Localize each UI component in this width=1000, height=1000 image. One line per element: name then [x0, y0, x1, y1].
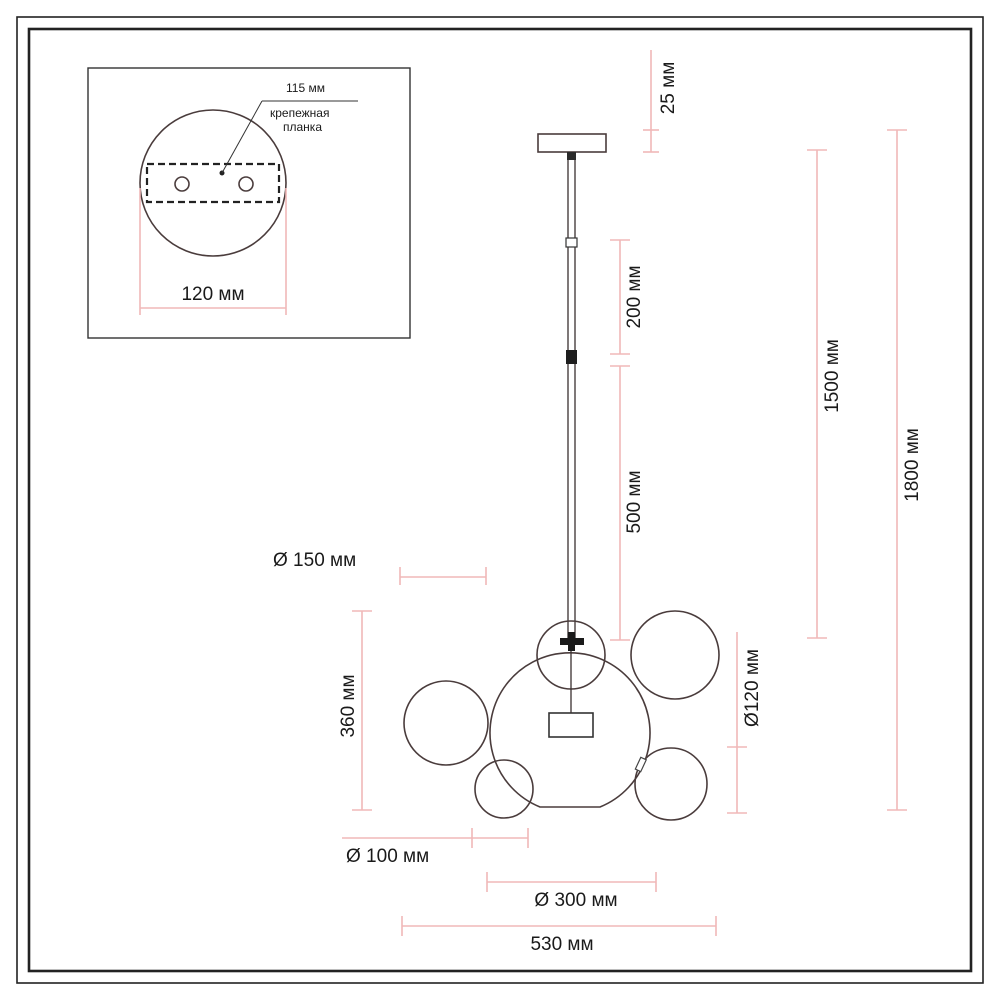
canopy-screw	[567, 152, 576, 160]
bracket-plate-width-label: 115 мм	[286, 81, 325, 95]
rod-joint-lower	[566, 350, 577, 364]
rod-joint-upper	[565, 237, 578, 248]
canopy-disc	[139, 109, 287, 257]
lamp-body	[403, 133, 720, 821]
shade-clip	[634, 756, 648, 773]
outer-frame	[16, 16, 984, 984]
bracket-leader-line	[221, 100, 263, 174]
detail-box	[87, 67, 411, 339]
shade-bottom-left	[474, 759, 534, 819]
dim-main-shade-label: Ø 300 мм	[534, 890, 617, 911]
dim-cluster-height-label: 360 мм	[338, 674, 359, 737]
canopy-diameter-label: 120 мм	[181, 284, 244, 305]
dim-rod-segment-label: 200 мм	[624, 265, 645, 328]
canopy-detail-inset: 115 мм крепежная планка 120 мм	[87, 67, 411, 339]
bracket-label-line2: планка	[283, 120, 322, 134]
dim-medium-shade-label: Ø120 мм	[742, 649, 763, 727]
mounting-hole-left	[174, 176, 190, 192]
dimension-lines: 25 мм 200 мм 500 мм 1500 мм 1800 мм Ø 15…	[273, 50, 923, 955]
shade-top-right	[630, 610, 720, 700]
shade-left	[403, 680, 489, 766]
hub-cross-v	[568, 632, 575, 651]
dim-small-shade-label: Ø 100 мм	[346, 846, 429, 867]
inner-frame	[27, 27, 973, 973]
dim-large-shade-label: Ø 150 мм	[273, 550, 356, 571]
dim-rod-long-label: 500 мм	[624, 470, 645, 533]
ceiling-canopy	[537, 133, 607, 153]
dim-drop-label: 1500 мм	[822, 339, 843, 413]
shade-bottom-right	[634, 747, 708, 821]
mounting-hole-right	[238, 176, 254, 192]
dim-total-label: 1800 мм	[902, 428, 923, 502]
bracket-label-line1: крепежная	[270, 106, 329, 120]
dim-canopy-height-label: 25 мм	[658, 62, 679, 115]
mounting-bracket	[145, 162, 281, 204]
bulb-socket	[548, 712, 594, 738]
dim-overall-width-label: 530 мм	[530, 934, 593, 955]
